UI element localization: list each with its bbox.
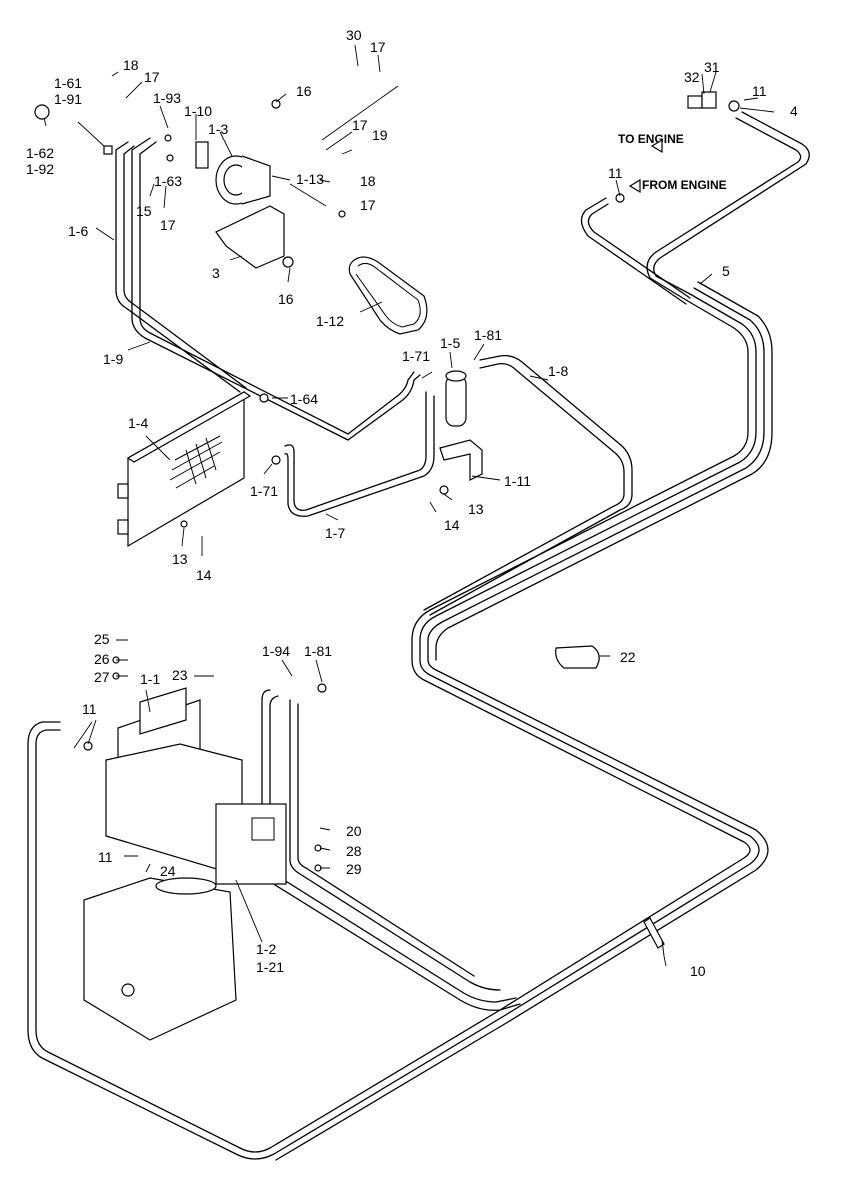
pipe-4 xyxy=(646,111,810,301)
label-1-64: 1-64 xyxy=(290,391,318,407)
part-1-4-condenser xyxy=(117,390,252,548)
label-3: 3 xyxy=(212,265,220,281)
label-18: 18 xyxy=(123,57,139,73)
part-1-3-compressor xyxy=(195,141,294,269)
label-23: 23 xyxy=(172,667,188,683)
pipe-5 xyxy=(580,197,691,305)
label-25: 25 xyxy=(94,631,110,647)
label-1-3: 1-3 xyxy=(208,121,228,137)
label-1-71: 1-71 xyxy=(250,483,278,499)
label-11: 11 xyxy=(98,849,113,865)
part-1-1-ac-unit xyxy=(83,687,287,1041)
label-13: 13 xyxy=(468,501,484,517)
label-27: 27 xyxy=(94,669,110,685)
label-1-4: 1-4 xyxy=(128,415,148,431)
label-1-93: 1-93 xyxy=(153,90,181,106)
label-1-61: 1-61 xyxy=(54,75,82,91)
label-1-1: 1-1 xyxy=(140,671,160,687)
label-11: 11 xyxy=(752,83,767,99)
label-17: 17 xyxy=(370,39,386,55)
label-1-63: 1-63 xyxy=(154,173,182,189)
label-4: 4 xyxy=(790,103,798,119)
label-13: 13 xyxy=(172,551,188,567)
pipe-1-9 xyxy=(131,137,421,441)
label-1-10: 1-10 xyxy=(184,103,212,119)
part-1-5-receiver-drier xyxy=(439,370,483,481)
label-5: 5 xyxy=(722,263,730,279)
arrow-to-engine-icon xyxy=(650,138,663,154)
label-1-81: 1-81 xyxy=(474,327,502,343)
label-1-13: 1-13 xyxy=(296,171,324,187)
label-11: 11 xyxy=(82,701,97,717)
label-15: 15 xyxy=(136,203,152,219)
label-24: 24 xyxy=(160,863,176,879)
label-14: 14 xyxy=(196,567,212,583)
part-labels: 30 17 18 1-61 1-91 17 1-93 1-10 1-3 16 1… xyxy=(26,27,798,979)
leader-lines xyxy=(43,44,775,967)
label-31: 31 xyxy=(704,59,720,75)
note-from-engine: FROM ENGINE xyxy=(642,178,727,192)
label-1-5: 1-5 xyxy=(440,335,460,351)
part-22-clamp xyxy=(555,645,600,669)
fasteners xyxy=(34,99,625,872)
label-1-11: 1-11 xyxy=(504,473,531,489)
label-1-81: 1-81 xyxy=(304,643,332,659)
label-26: 26 xyxy=(94,651,110,667)
part-31-32-valve xyxy=(687,91,740,112)
label-1-7: 1-7 xyxy=(325,525,345,541)
label-11: 11 xyxy=(608,165,623,181)
label-1-8: 1-8 xyxy=(548,363,568,379)
label-29: 29 xyxy=(346,861,362,877)
label-1-62: 1-62 xyxy=(26,145,54,161)
note-to-engine: TO ENGINE xyxy=(618,132,684,146)
pipe-rear-loop xyxy=(261,689,521,1011)
label-18: 18 xyxy=(360,173,376,189)
label-19: 19 xyxy=(372,127,388,143)
pipe-1-7 xyxy=(284,391,435,517)
label-1-12: 1-12 xyxy=(316,313,344,329)
part-1-12-belt xyxy=(348,256,428,335)
label-16: 16 xyxy=(296,83,312,99)
label-1-91: 1-91 xyxy=(54,91,82,107)
label-22: 22 xyxy=(620,649,636,665)
label-1-21: 1-21 xyxy=(256,959,284,975)
label-10: 10 xyxy=(690,963,706,979)
label-16: 16 xyxy=(278,291,294,307)
label-1-6: 1-6 xyxy=(68,223,88,239)
label-30: 30 xyxy=(346,27,362,43)
label-20: 20 xyxy=(346,823,362,839)
label-14: 14 xyxy=(444,517,460,533)
label-1-92: 1-92 xyxy=(26,161,54,177)
pipe-bundle-main xyxy=(27,281,773,1161)
label-1-2: 1-2 xyxy=(256,941,276,957)
label-17: 17 xyxy=(360,197,376,213)
label-32: 32 xyxy=(684,69,700,85)
label-17: 17 xyxy=(352,117,368,133)
arrow-from-engine-icon xyxy=(628,178,641,194)
label-1-71: 1-71 xyxy=(402,348,430,364)
label-17: 17 xyxy=(160,217,176,233)
part-10-band xyxy=(643,917,665,957)
label-28: 28 xyxy=(346,843,362,859)
label-1-94: 1-94 xyxy=(262,643,290,659)
label-1-9: 1-9 xyxy=(103,351,123,367)
label-17: 17 xyxy=(144,69,160,85)
pipe-1-8 xyxy=(423,354,633,616)
